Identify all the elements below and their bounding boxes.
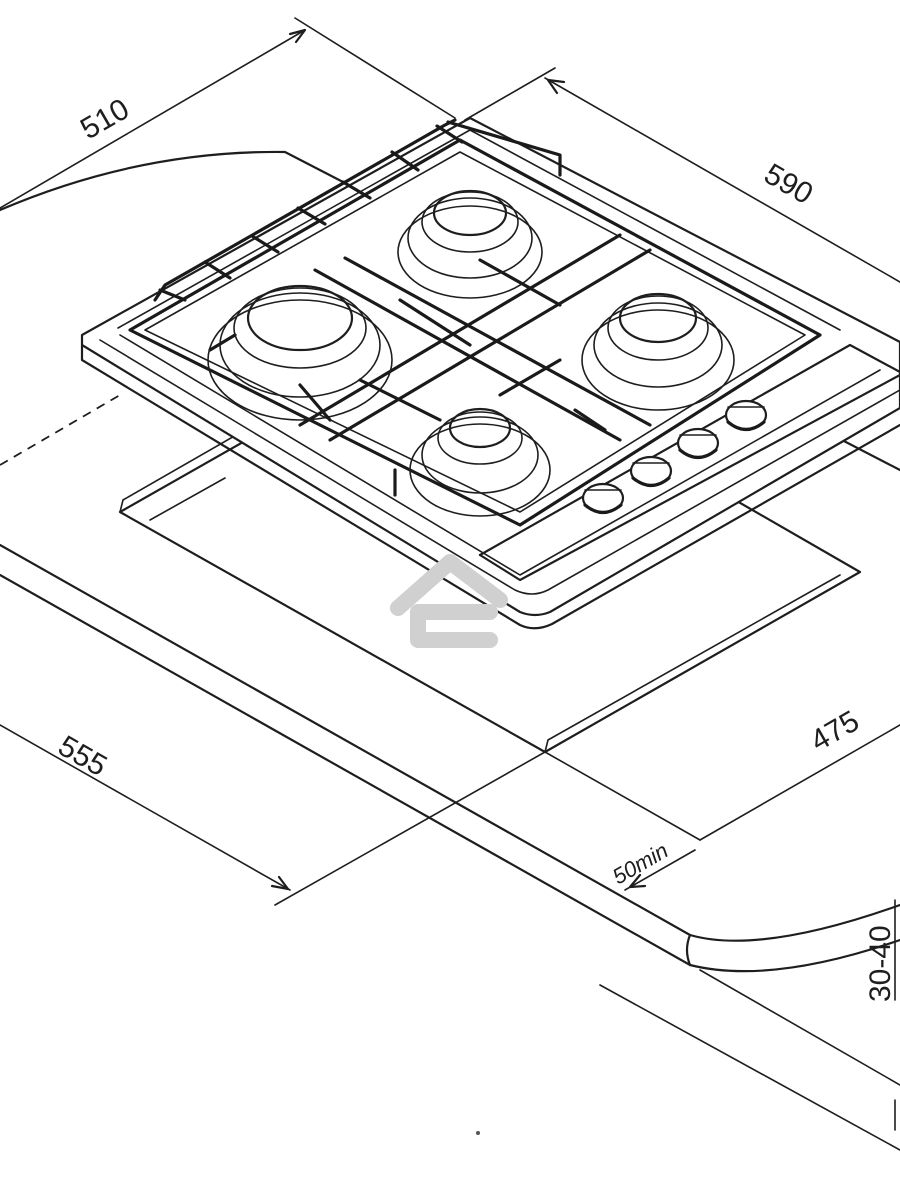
knob-3 [676,427,720,460]
dimension-50min [624,849,696,891]
label-30-40: 30-40 [864,925,897,1002]
burner-auxiliary [393,407,607,517]
label-555: 555 [53,729,113,783]
burner-semi-rapid-right [581,292,735,411]
dimension-590 [464,67,900,283]
burner-semi-rapid-back [397,189,543,299]
label-510: 510 [75,92,135,146]
dimension-475 [544,724,900,841]
burner-rapid [207,284,393,422]
control-knobs [581,399,768,515]
hob [80,116,900,630]
knob-4 [724,399,768,432]
knob-1 [581,482,625,515]
label-590: 590 [759,157,819,211]
dimension-555 [0,724,546,906]
knob-2 [629,455,673,488]
countertop [0,150,900,1151]
dimension-510 [0,17,456,209]
speck [476,1131,480,1135]
hidden-edge [0,394,121,466]
house-logo-watermark-icon [390,554,508,648]
